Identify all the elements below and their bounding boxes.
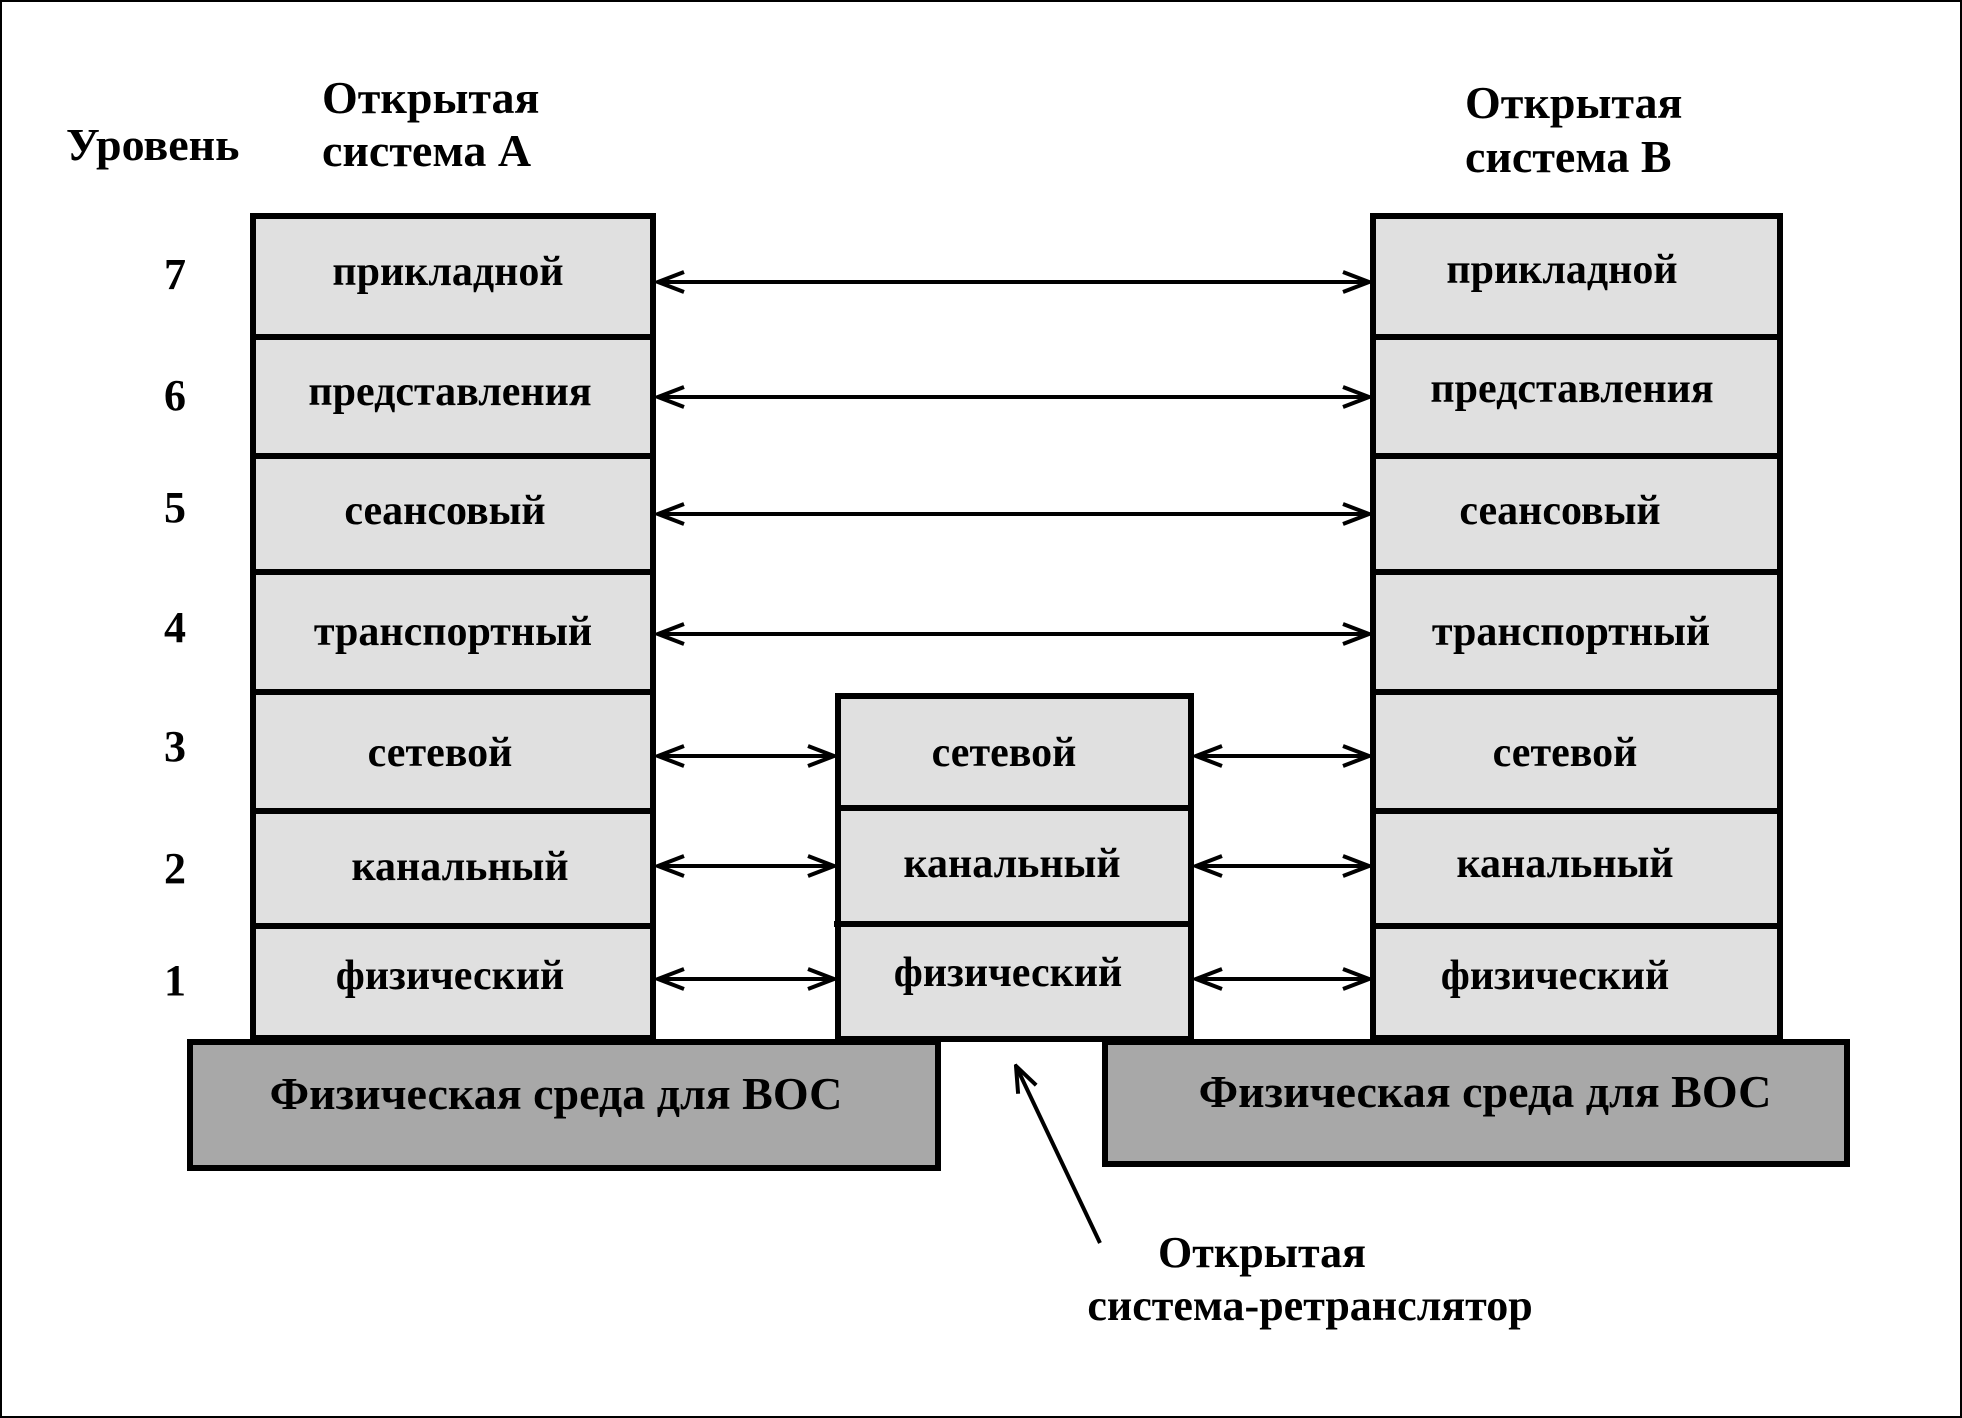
- system-a-layer-transport: транспортный: [314, 609, 592, 655]
- level-number: 5: [164, 483, 186, 532]
- system-b-layer-session: сеансовый: [1459, 488, 1660, 534]
- left-media-label: Физическая среда для ВОС: [270, 1068, 843, 1119]
- relay-pointer-arrow: [1016, 1066, 1102, 1244]
- system-a-layer-session: сеансовый: [344, 488, 545, 534]
- system-b-layer-presentation: представления: [1430, 366, 1713, 412]
- system-b-title-line1: Открытая: [1465, 77, 1682, 128]
- system-b-layer-application: прикладной: [1446, 247, 1677, 293]
- system-a-layer-physical: физический: [336, 953, 564, 999]
- system-a-layer-application: прикладной: [332, 249, 563, 295]
- relay-title-line2: система-ретранслятор: [1087, 1281, 1532, 1330]
- system-b-layer-network: сетевой: [1493, 730, 1638, 776]
- level-number: 1: [164, 956, 186, 1005]
- relay-layer-physical: физический: [894, 950, 1122, 996]
- left-media-box: [187, 1039, 941, 1171]
- level-number: 7: [164, 250, 186, 299]
- system-b-title-line2: система В: [1465, 131, 1672, 182]
- system-a-layer-presentation: представления: [308, 369, 591, 415]
- relay-layer-network: сетевой: [932, 730, 1077, 776]
- relay-title-line1: Открытая: [1158, 1228, 1366, 1277]
- physical-media: Физическая среда для ВОС Физическая сред…: [187, 1039, 1850, 1171]
- relay-callout: Открытая система-ретранслятор: [1016, 1066, 1533, 1330]
- level-number: 6: [164, 371, 186, 420]
- peer-arrows: [658, 282, 1369, 979]
- relay-frame: [835, 693, 1194, 1042]
- relay-stack: сетевой канальный физический: [834, 693, 1194, 1042]
- system-a-title-line2: система А: [322, 125, 531, 176]
- relay-layer-datalink: канальный: [903, 841, 1120, 887]
- system-b-layer-transport: транспортный: [1432, 609, 1710, 655]
- level-header: Уровень: [66, 119, 240, 170]
- system-b-layer-datalink: канальный: [1456, 841, 1673, 887]
- level-number: 2: [164, 844, 186, 893]
- level-number: 3: [164, 722, 186, 771]
- system-a-title-line1: Открытая: [322, 72, 539, 123]
- system-b-frame: [1370, 213, 1783, 1041]
- right-media-box: [1102, 1039, 1850, 1167]
- system-a-frame: [250, 213, 656, 1041]
- system-b-layer-physical: физический: [1441, 953, 1669, 999]
- level-number: 4: [164, 603, 186, 652]
- system-a-layer-datalink: канальный: [351, 844, 568, 890]
- right-media-label: Физическая среда для ВОС: [1199, 1066, 1772, 1117]
- system-b-stack: прикладной представления сеансовый транс…: [1370, 213, 1783, 1041]
- system-a-stack: прикладной представления сеансовый транс…: [250, 213, 656, 1041]
- system-a-layer-network: сетевой: [368, 730, 513, 776]
- level-numbers: 7 6 5 4 3 2 1: [164, 250, 186, 1005]
